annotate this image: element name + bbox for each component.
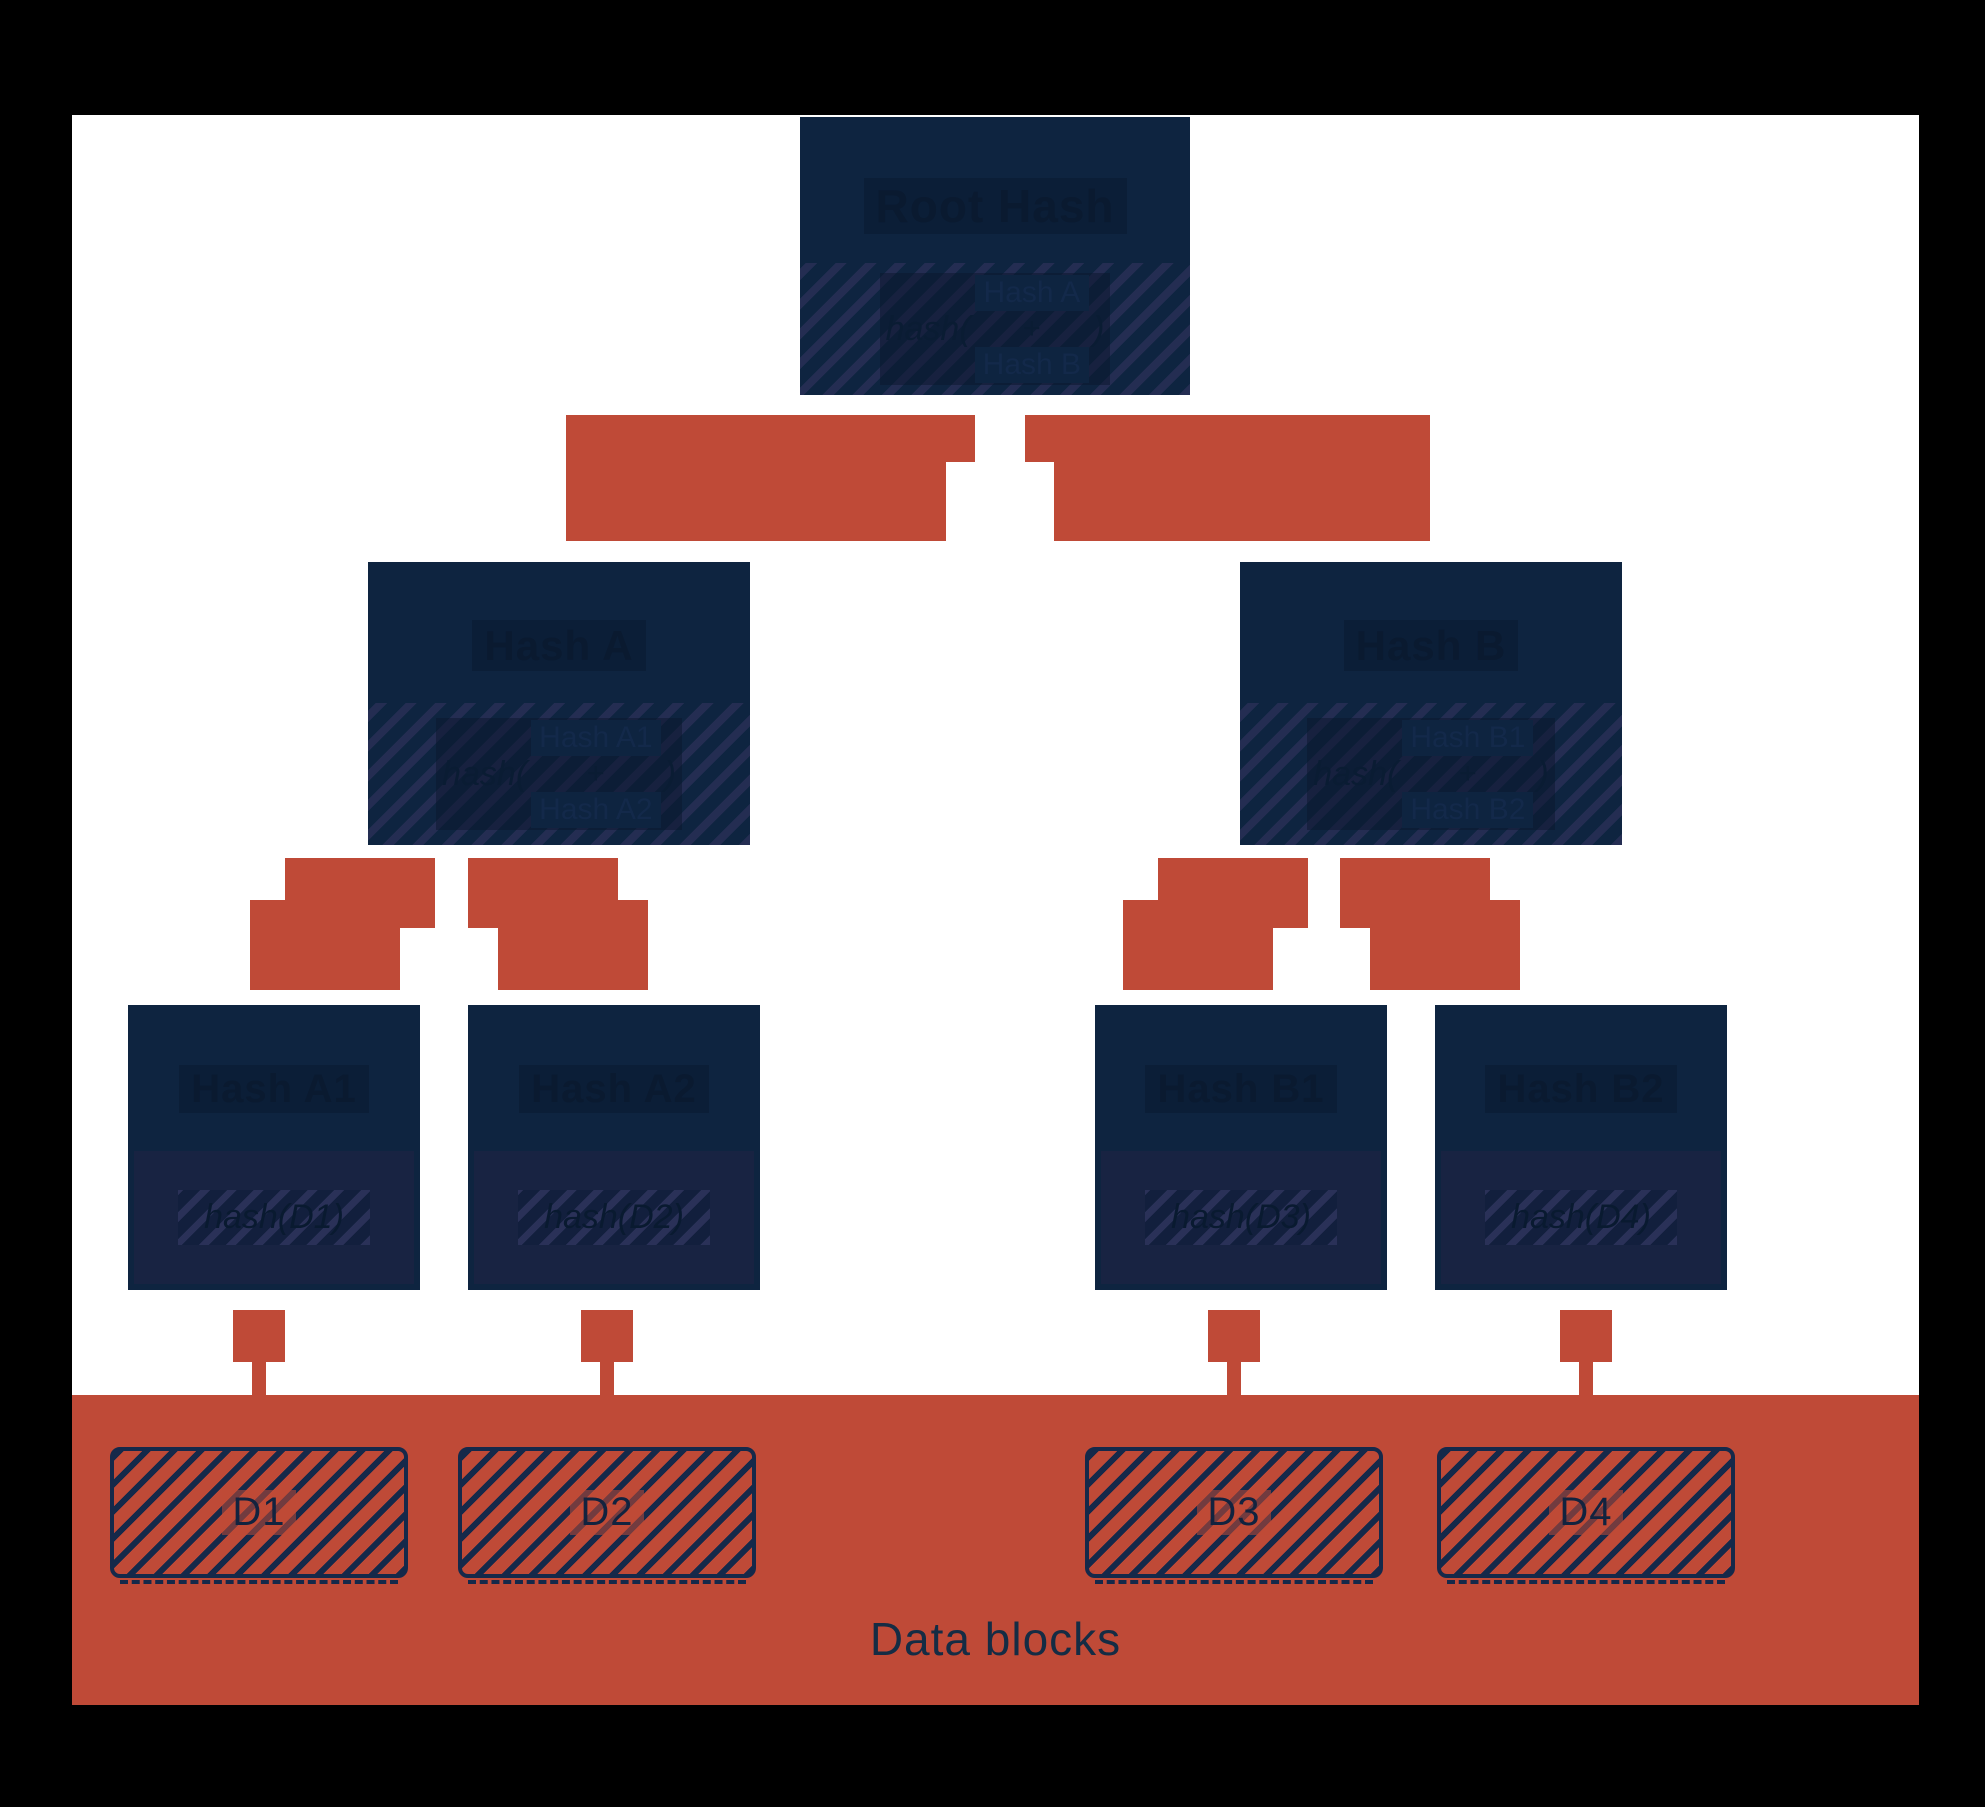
root-formula-band: hash( Hash A + Hash B ) [800, 263, 1190, 395]
stub-d2-square [581, 1310, 633, 1362]
operand-bottom: Hash B2 [1402, 792, 1534, 828]
hash-b-formula-band: hash( Hash B1 + Hash B2 ) [1240, 703, 1622, 845]
connector-root-right-lower [1054, 462, 1430, 541]
formula-close: ) [664, 754, 676, 793]
data-block-d1: D1 [110, 1447, 408, 1578]
data-block-label: D3 [1197, 1490, 1271, 1535]
node-title-text: Hash B [1343, 620, 1519, 671]
plus-operator: + [1023, 312, 1041, 345]
node-title-text: Hash A [472, 620, 646, 671]
hash-a2-formula: hash(D2) [518, 1190, 710, 1245]
data-block-d1-dash [120, 1580, 398, 1584]
operand-top: Hash A1 [531, 720, 661, 756]
hash-a2-formula-band: hash(D2) [474, 1151, 754, 1284]
formula-operands: Hash A + Hash B [974, 275, 1090, 383]
stub-d2-stem [600, 1362, 614, 1396]
data-blocks-label: Data blocks [869, 1613, 1122, 1665]
hash-b2-formula-band: hash(D4) [1441, 1151, 1721, 1284]
plus-operator: + [1459, 757, 1477, 790]
data-block-d2: D2 [458, 1447, 756, 1578]
hash-a1-formula: hash(D1) [178, 1190, 370, 1245]
stub-d1-stem [252, 1362, 266, 1396]
formula-close: ) [1537, 754, 1549, 793]
node-title: Hash B [1240, 620, 1622, 671]
plus-operator: + [587, 757, 605, 790]
stub-d1-square [233, 1310, 285, 1362]
stub-d4-square [1560, 1310, 1612, 1362]
node-root-hash: Root Hash hash( Hash A + Hash B ) [800, 117, 1190, 395]
node-title: Hash B1 [1095, 1065, 1387, 1113]
node-title-text: Hash B2 [1485, 1065, 1677, 1113]
formula-operands: Hash B1 + Hash B2 [1402, 720, 1534, 828]
data-block-label: D1 [222, 1490, 296, 1535]
node-hash-b2: Hash B2 hash(D4) [1435, 1005, 1727, 1290]
connector-root-right-upper [1025, 415, 1430, 462]
node-hash-b1: Hash B1 hash(D3) [1095, 1005, 1387, 1290]
operand-top: Hash A [974, 275, 1090, 311]
node-hash-a1: Hash A1 hash(D1) [128, 1005, 420, 1290]
data-block-d4-dash [1447, 1580, 1725, 1584]
formula-close: ) [1093, 309, 1105, 348]
hash-b1-formula-band: hash(D3) [1101, 1151, 1381, 1284]
hash-b-formula: hash( Hash B1 + Hash B2 ) [1307, 718, 1555, 830]
node-title-text: Hash A2 [519, 1065, 709, 1113]
connector-root-left-upper [566, 415, 975, 462]
hash-b2-formula: hash(D4) [1485, 1190, 1677, 1245]
data-block-d3-dash [1095, 1580, 1373, 1584]
formula-operands: Hash A1 + Hash A2 [531, 720, 661, 828]
connector-a1-lower [250, 900, 400, 990]
node-title: Root Hash [800, 178, 1190, 234]
data-block-label: D2 [570, 1490, 644, 1535]
node-title-text: Hash A1 [179, 1065, 369, 1113]
hash-b1-formula: hash(D3) [1145, 1190, 1337, 1245]
formula-open: hash( [1313, 754, 1399, 793]
node-title: Hash A [368, 620, 750, 671]
data-block-label: D4 [1549, 1490, 1623, 1535]
hash-a-formula: hash( Hash A1 + Hash A2 ) [436, 718, 682, 830]
connector-b1-lower [1123, 900, 1273, 990]
stub-d4-stem [1579, 1362, 1593, 1396]
stub-d3-stem [1227, 1362, 1241, 1396]
hash-a1-formula-band: hash(D1) [134, 1151, 414, 1284]
connector-root-left-lower [566, 462, 946, 541]
node-title: Hash A2 [468, 1065, 760, 1113]
formula-open: hash( [885, 309, 971, 348]
node-title: Hash A1 [128, 1065, 420, 1113]
node-hash-a2: Hash A2 hash(D2) [468, 1005, 760, 1290]
node-hash-b: Hash B hash( Hash B1 + Hash B2 ) [1240, 562, 1622, 845]
node-title-text: Hash B1 [1145, 1065, 1337, 1113]
node-hash-a: Hash A hash( Hash A1 + Hash A2 ) [368, 562, 750, 845]
node-title: Hash B2 [1435, 1065, 1727, 1113]
connector-b2-lower [1370, 900, 1520, 990]
formula-open: hash( [442, 754, 528, 793]
data-block-d3: D3 [1085, 1447, 1383, 1578]
data-block-d2-dash [468, 1580, 746, 1584]
data-block-d4: D4 [1437, 1447, 1735, 1578]
operand-top: Hash B1 [1402, 720, 1534, 756]
stub-d3-square [1208, 1310, 1260, 1362]
operand-bottom: Hash B [974, 347, 1090, 383]
node-title-text: Root Hash [863, 178, 1127, 234]
connector-a2-lower [498, 900, 648, 990]
root-hash-formula: hash( Hash A + Hash B ) [879, 273, 1111, 385]
operand-bottom: Hash A2 [531, 792, 661, 828]
hash-a-formula-band: hash( Hash A1 + Hash A2 ) [368, 703, 750, 845]
